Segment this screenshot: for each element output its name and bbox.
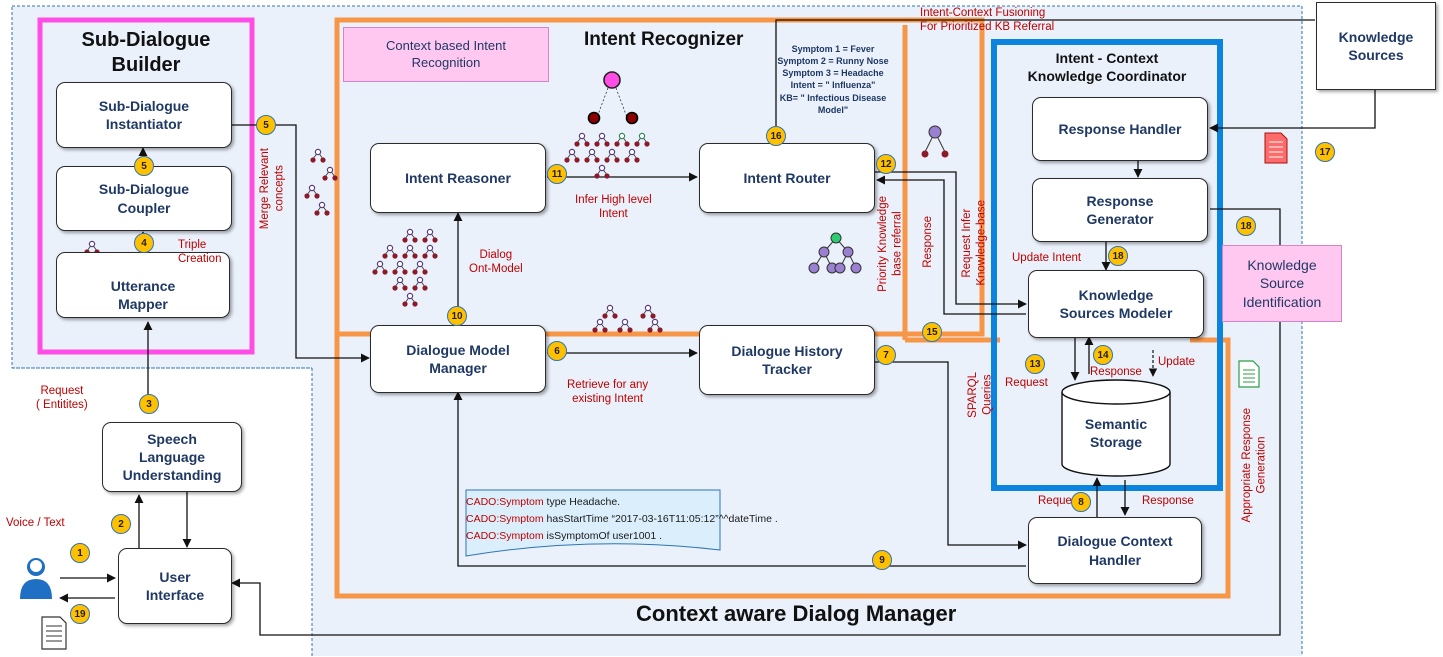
step-badge: 13 [1025, 354, 1045, 374]
step-badge: 19 [70, 604, 90, 624]
intent-recognizer-title: Intent Recognizer [584, 29, 744, 50]
tree-icon [808, 232, 862, 274]
step-badge: 1 [70, 543, 90, 563]
step-badge: 10 [447, 306, 467, 326]
dialogue-model-manager: Dialogue Model Manager [370, 325, 546, 393]
appropriate-response-generation-label: Appropriate Response Generation [1241, 408, 1268, 523]
step-badge: 5 [256, 115, 276, 135]
sub-dialogue-instantiator: Sub-Dialogue Instantiator [56, 82, 232, 148]
voice-text-label: Voice / Text [6, 517, 65, 529]
retrieve-existing-label: Retrieve for any existing Intent [567, 379, 649, 406]
intent-router: Intent Router [699, 143, 875, 213]
response-label: Response [1090, 366, 1142, 378]
green-document-icon [1238, 360, 1260, 388]
document-icon [41, 616, 67, 650]
triples-text: CADO:Symptom type Headache. CADO:Symptom… [466, 494, 778, 544]
intent-reasoner: Intent Reasoner [370, 143, 546, 213]
response-vertical-label: Response [922, 216, 934, 268]
step-badge: 4 [134, 233, 154, 253]
infer-high-level-label: Infer High level Intent [575, 194, 652, 221]
knowledge-sources: Knowledge Sources [1316, 2, 1436, 90]
response-bottom-label: Response [1142, 495, 1194, 507]
step-badge: 18 [1108, 246, 1128, 266]
red-document-icon [1264, 132, 1288, 164]
knowledge-source-identification: Knowledge Source Identification [1222, 245, 1342, 322]
sub-dialogue-builder-frame [37, 17, 255, 355]
step-badge: 15 [922, 322, 942, 342]
request-label: Request [1005, 377, 1048, 389]
request-entities-label: Request ( Entitites) [36, 385, 88, 412]
sparql-queries-label: SPARQL Queries [967, 372, 994, 418]
dialog-ont-model-label: Dialog Ont-Model [469, 249, 523, 276]
step-badge: 8 [1071, 492, 1091, 512]
merge-relevant-concepts-label: Merge Relevant concepts [259, 148, 286, 230]
update-intent-label: Update Intent [1012, 252, 1082, 264]
step-badge: 9 [872, 550, 892, 570]
step-badge: 6 [547, 341, 567, 361]
user-interface: User Interface [118, 548, 232, 624]
utterance-mapper: Utterance Mapper [56, 252, 230, 318]
step-badge: 18 [1236, 216, 1256, 236]
knowledge-sources-modeler: Knowledge Sources Modeler [1028, 270, 1204, 338]
tree-icon [563, 71, 651, 180]
response-generator: Response Generator [1032, 178, 1208, 242]
step-badge: 17 [1315, 142, 1335, 162]
priority-kb-referral-label: Priority Knowledge base referral [877, 196, 904, 292]
triples-callout [465, 489, 721, 557]
speech-language-understanding: Speech Language Understanding [102, 422, 242, 492]
step-badge: 14 [1093, 345, 1113, 365]
step-badge: 11 [547, 164, 567, 184]
triple-line: CADO:Symptom type Headache. [466, 496, 621, 508]
diagram-title: Context aware Dialog Manager [636, 601, 957, 626]
update-label: Update [1158, 356, 1196, 368]
semantic-storage: Semantic Storage [1084, 416, 1148, 450]
step-badge: 16 [766, 126, 786, 146]
user-icon [20, 558, 52, 599]
fusion-label: Intent-Context Fusioning For Prioritized… [920, 7, 1055, 34]
tree-icon [921, 125, 949, 158]
step-badge: 7 [876, 345, 896, 365]
sub-dialogue-builder-title: Sub-Dialogue Builder [81, 29, 211, 76]
step-badge: 5 [134, 156, 154, 176]
step-badge: 3 [139, 394, 159, 414]
database-icon [1061, 379, 1171, 477]
triple-line: CADO:Symptom hasStartTime “2017-03-16T11… [466, 512, 778, 525]
symptom-note: Symptom 1 = Fever Symptom 2 = Runny Nose… [777, 44, 889, 115]
response-handler: Response Handler [1032, 97, 1208, 161]
context-note: Context based Intent Recognition [343, 27, 549, 82]
step-badge: 2 [111, 514, 131, 534]
request-bottom-label: Request [1038, 495, 1081, 507]
dialogue-history-tracker: Dialogue History Tracker [699, 325, 875, 395]
coordinator-title: Intent - Context Knowledge Coordinator [1027, 50, 1187, 84]
triple-line: CADO:Symptom isSymptomOf user1001 . [466, 529, 663, 542]
coordinator-frame [991, 39, 1223, 491]
triple-creation-label: Triple Creation [178, 239, 222, 266]
request-infer-kb-label: Request Infer Knowledge-base [961, 200, 988, 286]
step-badge: 12 [876, 154, 896, 174]
dialogue-context-handler: Dialogue Context Handler [1028, 517, 1202, 584]
